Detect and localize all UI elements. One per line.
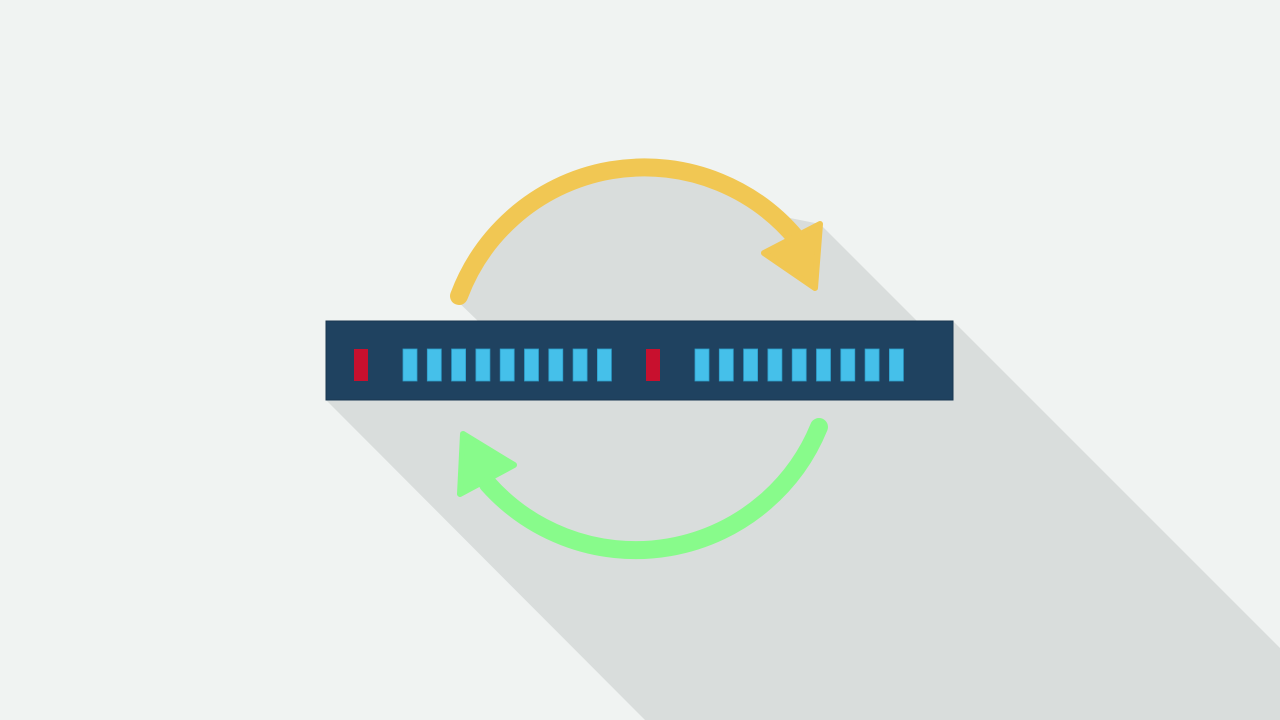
led-active: [767, 348, 783, 382]
arrow-top-head: [761, 221, 823, 291]
sync-arrow-bottom-icon: [457, 418, 828, 560]
led-active: [572, 348, 588, 382]
switch-body: [325, 320, 954, 401]
led-active: [864, 348, 880, 382]
long-shadow: [326, 160, 1280, 720]
led-active: [402, 348, 418, 382]
led-alert: [354, 349, 368, 381]
arrow-top-arc: [450, 158, 805, 305]
sync-arrow-top-icon: [450, 158, 823, 305]
led-active: [718, 348, 734, 382]
led-active: [889, 348, 904, 382]
led-active: [451, 348, 467, 382]
led-active: [524, 348, 539, 382]
network-switch-icon: [325, 320, 954, 401]
arrow-bottom-head: [457, 431, 517, 497]
led-active: [426, 348, 442, 382]
led-active: [816, 348, 831, 382]
led-active: [597, 348, 612, 382]
led-active: [548, 348, 564, 382]
arrow-bottom-arc: [479, 418, 828, 560]
led-active: [499, 348, 515, 382]
led-active: [475, 348, 491, 382]
led-active: [840, 348, 856, 382]
led-alert: [646, 349, 660, 381]
led-active: [791, 348, 807, 382]
led-active: [694, 348, 710, 382]
led-active: [743, 348, 758, 382]
